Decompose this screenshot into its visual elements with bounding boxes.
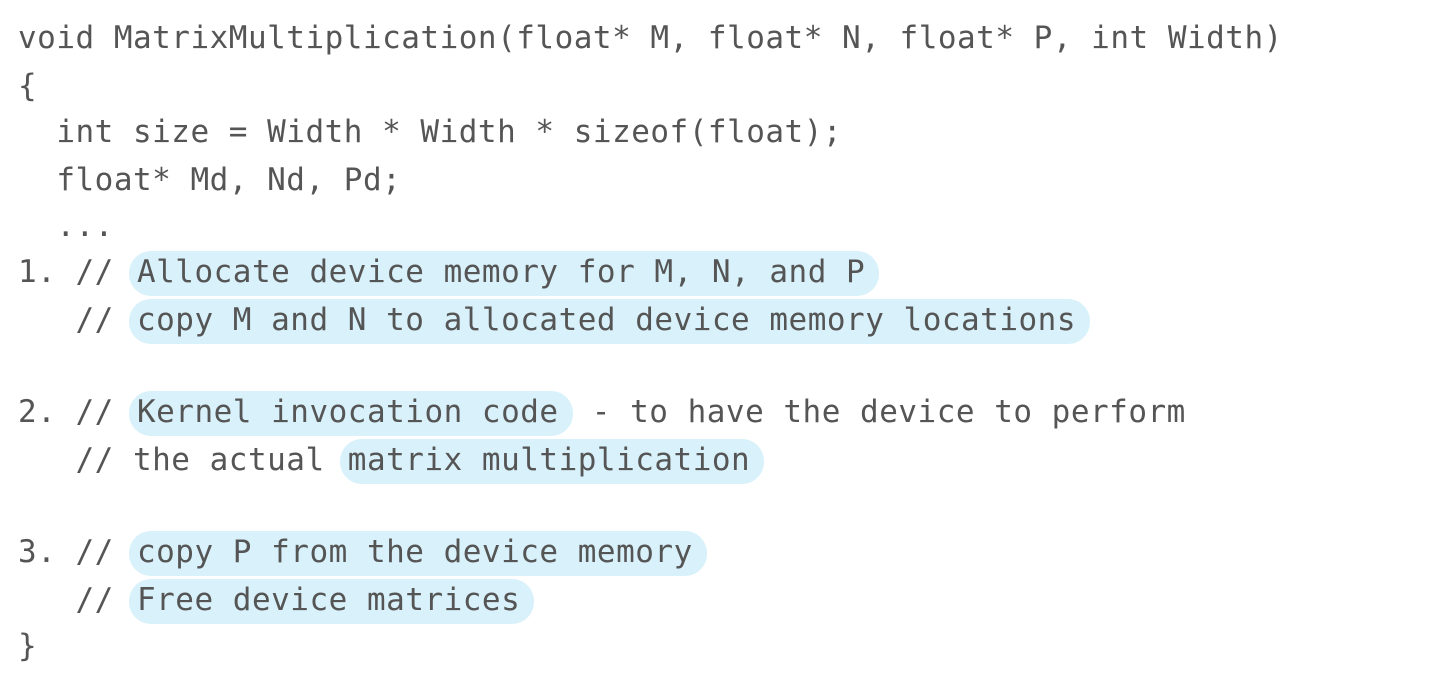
step1-highlight-a: Allocate device memory for M, N, and P: [128, 251, 880, 296]
step1-prefix-b: //: [18, 302, 133, 338]
ellipsis: ...: [18, 208, 114, 244]
step3-highlight-a: copy P from the device memory: [128, 531, 707, 576]
step3-line-b: // Free device matrices: [18, 579, 535, 624]
step2-prefix-a: 2. //: [18, 394, 133, 430]
step1-line-a: 1. // Allocate device memory for M, N, a…: [18, 251, 880, 296]
size-declaration: int size = Width * Width * sizeof(float)…: [18, 114, 843, 150]
close-brace: }: [18, 628, 38, 664]
step1-highlight-b: copy M and N to allocated device memory …: [128, 299, 1090, 344]
step2-line-b: // the actual matrix multiplication: [18, 439, 765, 484]
step1-line-b: // copy M and N to allocated device memo…: [18, 299, 1090, 344]
function-signature: void MatrixMultiplication(float* M, floa…: [18, 20, 1283, 56]
step3-prefix-b: //: [18, 582, 133, 618]
step3-line-a: 3. // copy P from the device memory: [18, 531, 707, 576]
step2-highlight-a: Kernel invocation code: [128, 391, 573, 436]
step2-line-a: 2. // Kernel invocation code - to have t…: [18, 391, 1186, 436]
step3-prefix-a: 3. //: [18, 534, 133, 570]
step2-prefix-b: // the actual: [18, 442, 344, 478]
step1-prefix-a: 1. //: [18, 254, 133, 290]
open-brace: {: [18, 68, 38, 104]
step3-highlight-b: Free device matrices: [128, 579, 535, 624]
step2-highlight-b: matrix multiplication: [339, 439, 765, 484]
pointer-declaration: float* Md, Nd, Pd;: [18, 162, 402, 198]
step2-suffix-a: - to have the device to perform: [572, 394, 1186, 430]
